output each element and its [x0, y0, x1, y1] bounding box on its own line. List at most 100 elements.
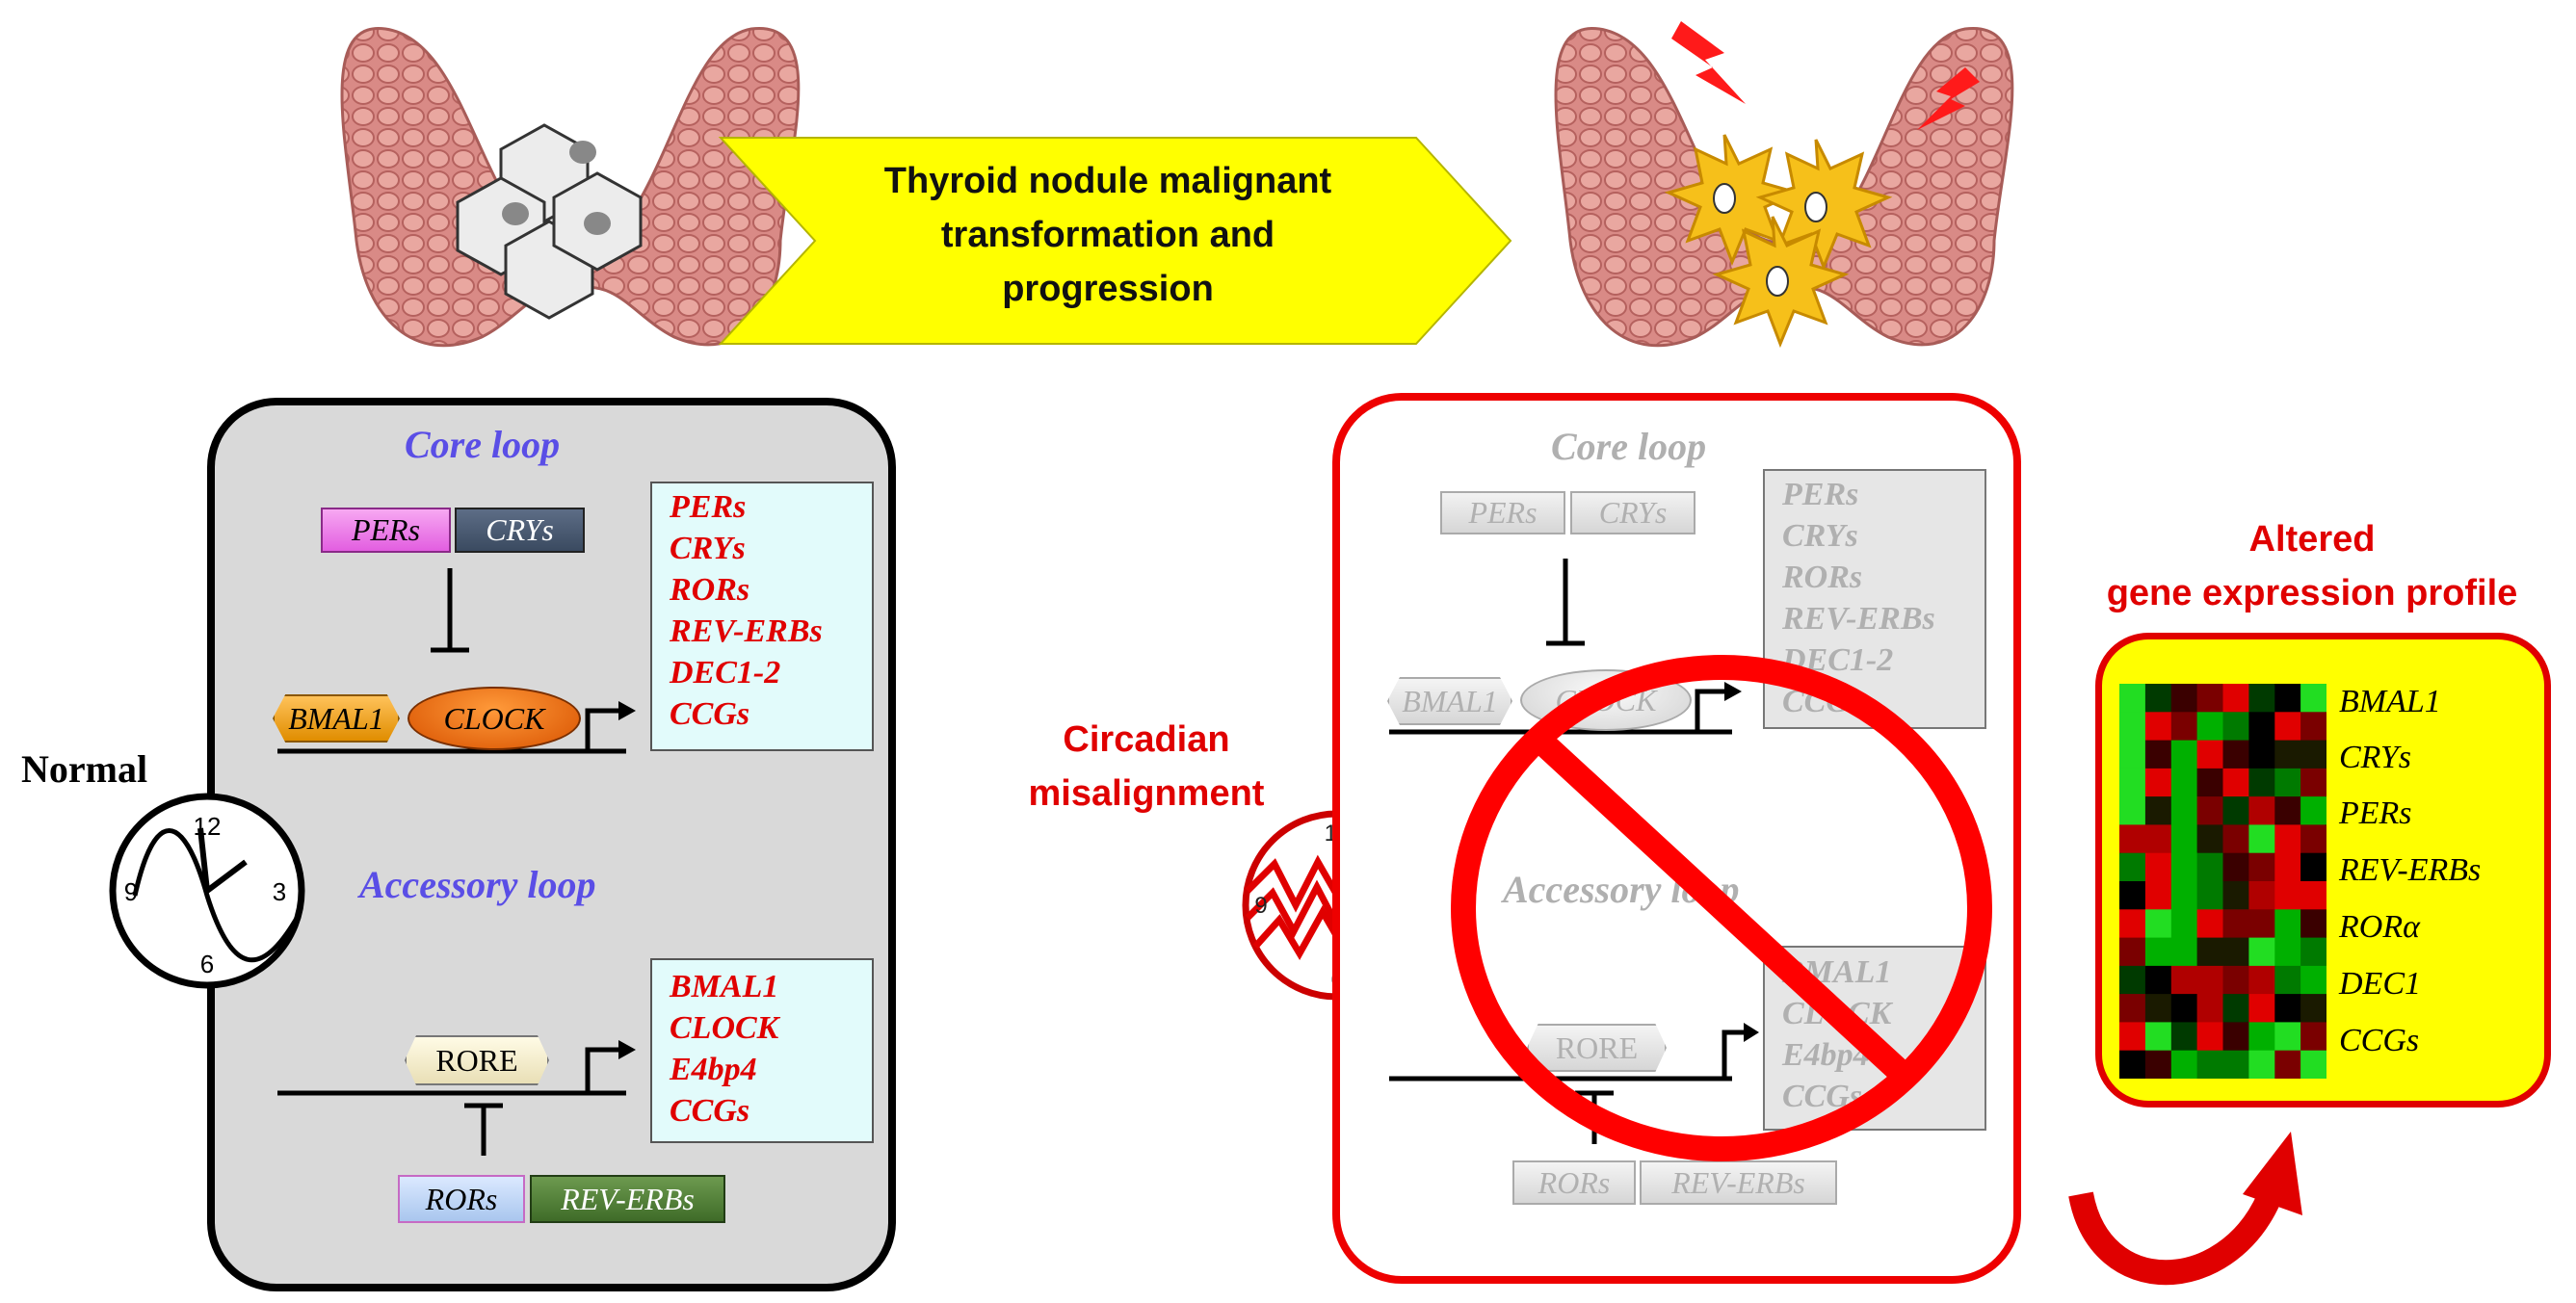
circadian-misalignment-label: Circadian misalignment: [1012, 713, 1281, 821]
normal-crys-chip: CRYs: [455, 508, 585, 553]
heatmap-cell: [2274, 1050, 2301, 1079]
heatmap-cell: [2300, 965, 2326, 995]
heatmap-cell: [2119, 768, 2146, 797]
heatmap-cell: [2274, 881, 2301, 910]
heatmap-cell: [2170, 684, 2198, 713]
normal-core-targets: PERs CRYs RORs REV-ERBs DEC1-2 CCGs: [670, 486, 823, 735]
heatmap-gene-label: CRYs: [2339, 740, 2411, 775]
heatmap-cell: [2300, 909, 2326, 939]
heatmap-cell: [2119, 909, 2146, 939]
heatmap-cell: [2222, 909, 2249, 939]
heatmap-cell: [2274, 1022, 2301, 1052]
heatmap-cell: [2274, 712, 2301, 742]
heatmap-cell: [2170, 994, 2198, 1023]
normal-thyroid-icon: [340, 27, 801, 348]
heatmap-cell: [2274, 994, 2301, 1023]
core-target: CRYs: [1782, 518, 1858, 554]
heatmap-cell: [2119, 852, 2146, 882]
heatmap-cell: [2222, 824, 2249, 854]
heatmap-cell: [2274, 909, 2301, 939]
heatmap-cell: [2196, 712, 2223, 742]
heatmap-cell: [2300, 937, 2326, 967]
heatmap-cell: [2144, 740, 2172, 769]
heatmap-cell: [2144, 909, 2172, 939]
heatmap-cell: [2170, 824, 2198, 854]
altered-profile-title: Altered gene expression profile: [2057, 512, 2567, 620]
heatmap-cell: [2170, 740, 2198, 769]
accessory-target: BMAL1: [670, 969, 779, 1004]
normal-reverbs-chip: REV-ERBs: [530, 1175, 725, 1223]
normal-reverbs-label: REV-ERBs: [561, 1181, 695, 1216]
heatmap-cell: [2170, 937, 2198, 967]
heatmap-cell: [2144, 684, 2172, 713]
core-target: RORs: [1782, 560, 1863, 595]
normal-core-targets-box: [650, 482, 874, 751]
heatmap-cell: [2170, 852, 2198, 882]
misaligned-crys-chip: CRYs: [1570, 491, 1695, 534]
normal-bmal1-label: BMAL1: [288, 700, 384, 736]
heatmap-cell: [2274, 684, 2301, 713]
core-target: CCGs: [670, 696, 750, 732]
heatmap-cell: [2196, 852, 2223, 882]
heatmap-cell: [2144, 994, 2172, 1023]
heatmap-cell: [2144, 881, 2172, 910]
heatmap-cell: [2300, 1022, 2326, 1052]
heatmap-cell: [2196, 994, 2223, 1023]
heatmap-cell: [2300, 824, 2326, 854]
heatmap-cell: [2144, 768, 2172, 797]
core-target: PERs: [670, 489, 747, 525]
heatmap-cell: [2170, 1022, 2198, 1052]
heatmap-cell: [2222, 1022, 2249, 1052]
clock-number: 9: [124, 877, 138, 906]
heatmap-cell: [2144, 824, 2172, 854]
heatmap-cell: [2300, 852, 2326, 882]
heatmap-cell: [2196, 909, 2223, 939]
heatmap-cell: [2248, 796, 2275, 825]
core-target: RORs: [670, 572, 750, 608]
misaligned-rore-chip: RORE: [1527, 1024, 1667, 1072]
clock-number: 3: [273, 877, 286, 906]
misaligned-rore-label: RORE: [1555, 1029, 1639, 1065]
promoter-arrow: [1722, 1029, 1746, 1079]
heatmap-cell: [2144, 965, 2172, 995]
heatmap-cell: [2300, 712, 2326, 742]
heatmap-cell: [2248, 740, 2275, 769]
heatmap-cell: [2300, 684, 2326, 713]
heatmap-cell: [2274, 937, 2301, 967]
heatmap-cell: [2119, 937, 2146, 967]
heatmap-cell: [2274, 852, 2301, 882]
heatmap-cell: [2248, 937, 2275, 967]
heatmap-cell: [2144, 852, 2172, 882]
heatmap-cell: [2248, 768, 2275, 797]
cancer-thyroid-icon: [1554, 21, 2014, 349]
heatmap-cell: [2144, 937, 2172, 967]
clock-number: 9: [1254, 893, 1267, 919]
heatmap-cell: [2248, 994, 2275, 1023]
misaligned-reverbs-chip: REV-ERBs: [1640, 1160, 1837, 1205]
heatmap-cell: [2196, 1050, 2223, 1079]
heatmap-cell: [2170, 881, 2198, 910]
core-target: REV-ERBs: [1782, 601, 1935, 637]
heatmap-gene-label: DEC1: [2339, 966, 2421, 1002]
heatmap-cell: [2248, 852, 2275, 882]
normal-clock-icon: 12 3 6 9: [109, 793, 305, 989]
normal-label: Normal: [21, 747, 148, 791]
heatmap-cell: [2222, 768, 2249, 797]
heatmap-cell: [2248, 684, 2275, 713]
prohibition-sign-icon: [1451, 655, 1992, 1161]
heatmap-cell: [2248, 1050, 2275, 1079]
heatmap-cell: [2144, 796, 2172, 825]
normal-bmal1-chip: BMAL1: [273, 694, 400, 743]
lightning-bolt-icon: [1671, 21, 1746, 104]
accessory-target: E4bp4: [670, 1052, 757, 1087]
heatmap-cell: [2222, 684, 2249, 713]
normal-crys-label: CRYs: [486, 512, 554, 547]
heatmap-cell: [2274, 768, 2301, 797]
heatmap-cell: [2196, 768, 2223, 797]
core-target: REV-ERBs: [670, 613, 823, 649]
core-target: DEC1-2: [670, 655, 781, 691]
progression-arrow: [718, 137, 1512, 345]
heatmap-gene-label: CCGs: [2339, 1023, 2420, 1058]
heatmap-cell: [2196, 740, 2223, 769]
